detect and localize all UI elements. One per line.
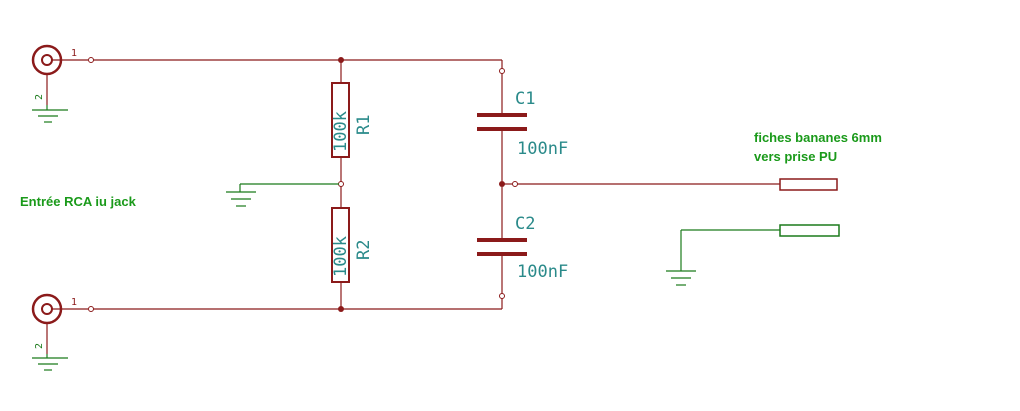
ground-symbol-resistor-midpoint bbox=[226, 183, 339, 207]
ground-symbol-top-rca bbox=[32, 105, 68, 123]
rca-connector-top: 1 2 bbox=[31, 44, 88, 105]
wire-bottom-rail bbox=[88, 306, 502, 312]
wire-top-rail bbox=[88, 57, 502, 63]
r1-value-label: 100k bbox=[331, 111, 351, 152]
c1-value-label: 100nF bbox=[517, 139, 568, 159]
banana-plug-ground bbox=[680, 224, 840, 271]
rca-top-pin-ground-label: 2 bbox=[34, 94, 45, 100]
c2-value-label: 100nF bbox=[517, 262, 568, 282]
rca-bottom-pin-signal-label: 1 bbox=[71, 297, 77, 308]
output-note-line1: fiches bananes 6mm bbox=[754, 130, 882, 145]
banana-plug-signal bbox=[779, 178, 838, 191]
resistor-r2: 100k R2 bbox=[331, 186, 374, 309]
ground-symbol-bottom-rca bbox=[32, 354, 68, 371]
input-note: Entrée RCA iu jack bbox=[20, 194, 137, 209]
rca-top-pin-signal-label: 1 bbox=[71, 48, 77, 59]
r2-value-label: 100k bbox=[331, 236, 351, 277]
output-node-pin bbox=[512, 181, 518, 187]
capacitor-c1: C1 100nF bbox=[477, 60, 568, 181]
output-note-line2: vers prise PU bbox=[754, 149, 837, 164]
rca-bottom-pin-ground-label: 2 bbox=[34, 343, 45, 349]
ground-symbol-banana bbox=[666, 270, 696, 286]
capacitor-c2: C2 100nF bbox=[477, 187, 568, 309]
c2-ref-label: C2 bbox=[515, 214, 535, 234]
resistor-midpoint-node bbox=[338, 181, 344, 187]
r2-ref-label: R2 bbox=[354, 240, 374, 260]
resistor-r1: 100k R1 bbox=[331, 60, 374, 182]
c1-ref-label: C1 bbox=[515, 89, 535, 109]
r1-ref-label: R1 bbox=[354, 115, 374, 135]
rca-connector-bottom: 1 2 bbox=[31, 293, 88, 354]
